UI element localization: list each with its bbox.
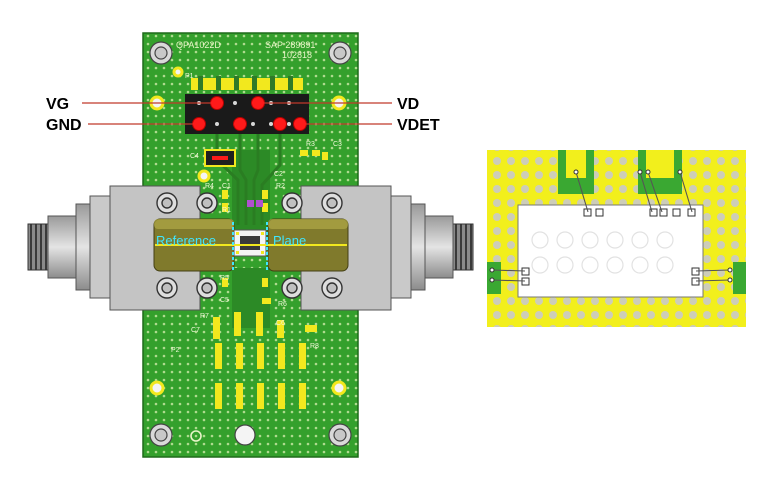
dc-header-connector	[185, 76, 309, 134]
gnd-label: GND	[46, 117, 82, 134]
vg-label: VG	[46, 96, 69, 113]
lower-connector-pads	[213, 312, 306, 409]
sap-number: SAP 289891	[265, 40, 315, 50]
r6-label: R6	[278, 301, 287, 308]
mounting-holes	[149, 41, 352, 447]
r1-label: R1	[222, 207, 231, 214]
plane-label: Plane	[273, 233, 306, 248]
c7-label: C7	[191, 327, 200, 334]
vd-label: VD	[397, 96, 419, 113]
part-number: QPA1022D	[176, 40, 221, 50]
die-zoom-inset	[487, 150, 746, 327]
r2-label: R2	[276, 183, 285, 190]
vdet-label: VDET	[397, 117, 440, 134]
component-footprints	[204, 149, 328, 332]
test-point	[190, 430, 202, 442]
p1-label: P1	[185, 73, 194, 80]
c6-label: C6	[276, 320, 285, 327]
side-pads	[149, 66, 347, 396]
c3-label: C3	[333, 141, 342, 148]
reference-plane-markers	[232, 222, 268, 270]
reference-label: Reference	[156, 233, 216, 248]
c1-label: C1	[222, 183, 231, 190]
r3-label: R3	[306, 141, 315, 148]
p2-label: P2	[171, 347, 180, 354]
gnd-pin-1	[192, 117, 206, 131]
right-sma-connector	[267, 185, 474, 311]
r7-label: R7	[200, 313, 209, 320]
mmic-die	[233, 229, 267, 257]
leader-lines	[82, 102, 392, 125]
gnd-pin-2	[233, 117, 247, 131]
vg-pin	[210, 96, 224, 110]
c4-label: C4	[190, 153, 199, 160]
vdet-pin-1	[273, 117, 287, 131]
r4-label: R4	[205, 183, 214, 190]
connector-screws	[156, 192, 343, 299]
r8-label: R8	[310, 343, 319, 350]
c2-label: C2	[274, 171, 283, 178]
c5-label: C5	[220, 297, 229, 304]
date-code: 102818	[282, 50, 312, 60]
vd-pin	[251, 96, 265, 110]
vdet-pin-2	[293, 117, 307, 131]
r5-label: R5	[220, 275, 229, 282]
